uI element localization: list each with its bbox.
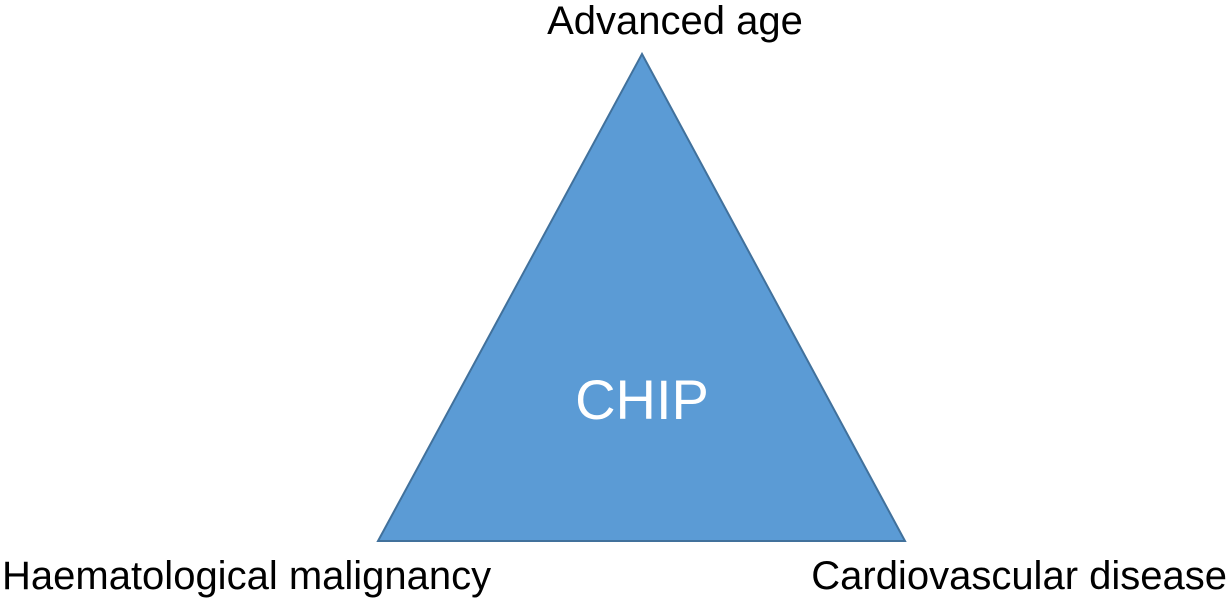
chip-triangle-shape bbox=[376, 51, 907, 542]
bottom-right-vertex-label-cardiovascular-disease: Cardiovascular disease bbox=[811, 554, 1227, 598]
bottom-left-vertex-label-haematological-malignancy: Haematological malignancy bbox=[2, 554, 492, 598]
triangle-center-label-chip: CHIP bbox=[575, 368, 709, 431]
top-vertex-label-advanced-age: Advanced age bbox=[547, 0, 803, 43]
